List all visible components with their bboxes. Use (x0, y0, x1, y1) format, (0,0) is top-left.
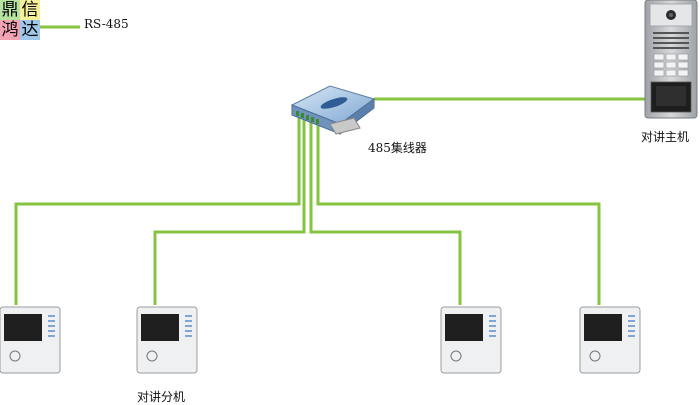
wire-sub-2 (153, 118, 306, 305)
logo-char-2: 信 (20, 0, 40, 20)
wire-sub-1 (14, 118, 301, 305)
logo-char-3: 鸿 (0, 20, 20, 40)
host-label: 对讲主机 (641, 130, 690, 144)
rs485-hub-device-icon (290, 85, 376, 136)
company-logo: 鼎 信 鸿 达 (0, 0, 40, 40)
green-wires (14, 25, 645, 305)
indoor-monitor-icon (0, 306, 641, 374)
logo-char-4: 达 (20, 20, 40, 40)
wire-sub-3 (309, 120, 462, 305)
sub-label: 对讲分机 (137, 390, 186, 404)
door-intercom-host-icon (644, 0, 698, 119)
logo-char-1: 鼎 (0, 0, 20, 20)
wire-sub-4 (316, 122, 601, 305)
hub-label: 485集线器 (368, 141, 427, 155)
rs485-label: RS-485 (84, 17, 129, 31)
